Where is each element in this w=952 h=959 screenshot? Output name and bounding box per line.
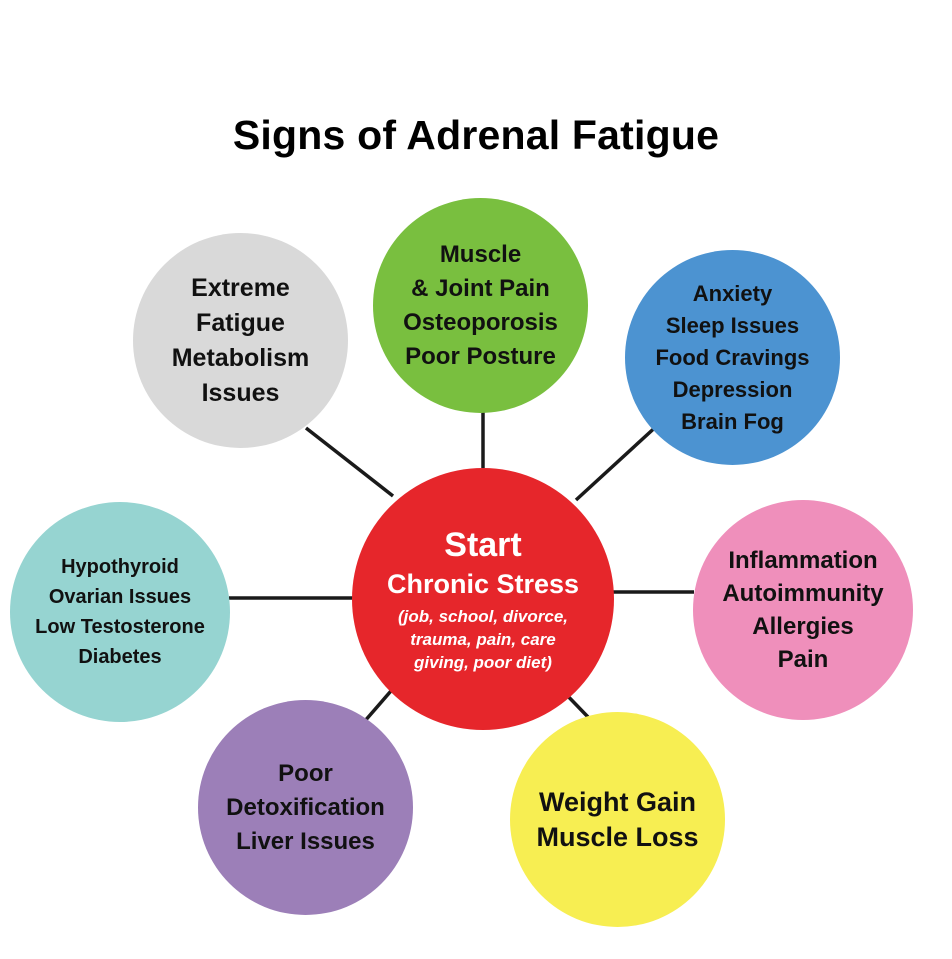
center-circle: Start Chronic Stress (job, school, divor… bbox=[352, 468, 614, 730]
fatigue-line: Extreme bbox=[191, 273, 290, 302]
detox-line: Poor bbox=[278, 759, 333, 787]
inflammation-line: Allergies bbox=[752, 613, 854, 640]
muscle-line: Muscle bbox=[439, 240, 522, 268]
muscle-circle: Muscle & Joint Pain Osteoporosis Poor Po… bbox=[373, 198, 588, 413]
detox-line: Detoxification bbox=[226, 793, 385, 821]
anxiety-line: Food Cravings bbox=[655, 344, 810, 370]
connector-fatigue bbox=[304, 426, 395, 498]
center-note-line: trauma, pain, care bbox=[410, 629, 556, 649]
muscle-line: Poor Posture bbox=[405, 342, 556, 370]
thyroid-circle: Hypothyroid Ovarian Issues Low Testoster… bbox=[10, 502, 230, 722]
center-note-line: giving, poor diet) bbox=[414, 652, 552, 672]
detox-circle: Poor Detoxification Liver Issues bbox=[198, 700, 413, 915]
center-note-line: (job, school, divorce, bbox=[397, 606, 569, 626]
anxiety-line: Sleep Issues bbox=[665, 312, 800, 338]
diagram-title: Signs of Adrenal Fatigue bbox=[232, 112, 720, 158]
muscle-line: Osteoporosis bbox=[403, 308, 558, 336]
inflammation-circle: Inflammation Autoimmunity Allergies Pain bbox=[693, 500, 913, 720]
anxiety-line: Brain Fog bbox=[681, 408, 784, 434]
anxiety-line: Depression bbox=[672, 376, 793, 402]
weight-line: Weight Gain bbox=[538, 786, 696, 817]
fatigue-line: Metabolism bbox=[171, 343, 310, 372]
fatigue-line: Issues bbox=[201, 378, 280, 407]
inflammation-line: Pain bbox=[777, 646, 829, 673]
detox-line: Liver Issues bbox=[236, 827, 375, 855]
center-heading: Start bbox=[444, 525, 522, 564]
thyroid-line: Diabetes bbox=[78, 646, 162, 668]
muscle-line: & Joint Pain bbox=[411, 274, 550, 302]
anxiety-line: Anxiety bbox=[692, 280, 773, 306]
thyroid-line: Low Testosterone bbox=[35, 616, 205, 638]
inflammation-line: Inflammation bbox=[728, 547, 878, 574]
weight-circle: Weight Gain Muscle Loss bbox=[510, 712, 725, 927]
anxiety-circle: Anxiety Sleep Issues Food Cravings Depre… bbox=[625, 250, 840, 465]
thyroid-line: Ovarian Issues bbox=[48, 586, 192, 608]
thyroid-line: Hypothyroid bbox=[61, 556, 179, 578]
connector-anxiety bbox=[574, 421, 662, 502]
inflammation-line: Autoimmunity bbox=[722, 580, 884, 607]
fatigue-line: Fatigue bbox=[196, 308, 285, 337]
center-label: Chronic Stress bbox=[386, 568, 580, 599]
weight-line: Muscle Loss bbox=[536, 821, 699, 852]
fatigue-circle: Extreme Fatigue Metabolism Issues bbox=[133, 233, 348, 448]
